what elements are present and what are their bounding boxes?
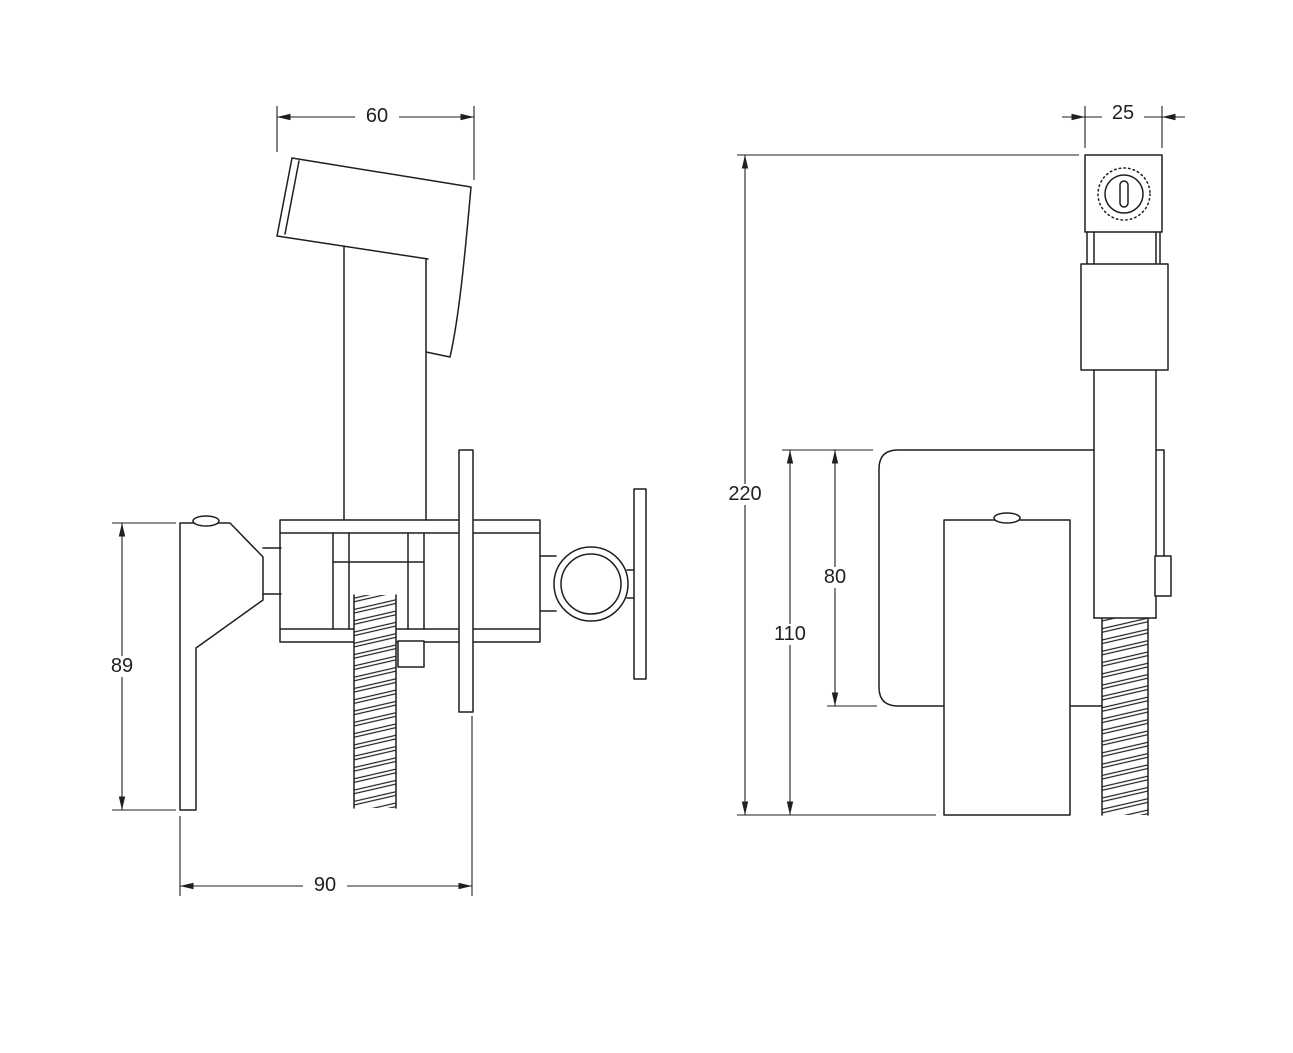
nozzle-dotted-ring xyxy=(1097,167,1151,221)
dim25-label: 25 xyxy=(1112,102,1134,124)
outlet-connector xyxy=(539,488,647,680)
dim89-label-bg xyxy=(100,656,144,677)
hose-edges-side xyxy=(1093,617,1157,816)
hose-coil-texture xyxy=(354,595,396,808)
dim220-label: 220 xyxy=(728,483,761,505)
dim90-extension-lines xyxy=(179,716,473,896)
dim60-extension-lines xyxy=(276,106,475,180)
mixer-lever-side xyxy=(943,519,1071,816)
dimension-body-height: 89 xyxy=(100,522,176,811)
dimension-total-height: 220 xyxy=(721,154,1079,816)
hose-nut xyxy=(397,640,425,668)
dim220-label-bg xyxy=(721,484,769,505)
dim110-label-bg xyxy=(766,624,814,645)
dim90-label: 90 xyxy=(314,874,336,896)
mounting-bracket xyxy=(878,449,1165,707)
front-view: 60 89 90 xyxy=(100,105,647,896)
lever-stem xyxy=(262,547,282,595)
dim60-label-bg xyxy=(355,106,399,127)
connector-stubs-left xyxy=(539,555,557,612)
nozzle-face xyxy=(1097,167,1151,221)
shower-hose xyxy=(353,594,397,809)
connector-ring-outer xyxy=(553,546,629,622)
shower-hose-side xyxy=(1093,617,1157,816)
dimension-bracket-height: 80 xyxy=(813,450,877,707)
lever-cap-side xyxy=(993,512,1021,524)
dim25-label-bg xyxy=(1102,103,1144,124)
mixer-lever xyxy=(179,522,264,811)
nozzle-slot xyxy=(1119,180,1129,208)
sprayer-holder xyxy=(1080,263,1169,371)
wall-plate xyxy=(458,449,474,713)
nozzle-inner-ring xyxy=(1104,174,1144,214)
hose-coil-texture-side xyxy=(1102,618,1148,815)
dimension-head-width: 60 xyxy=(276,105,475,180)
dim89-label: 89 xyxy=(111,655,133,677)
sprayer-handle xyxy=(343,245,427,521)
dimension-lower-height: 110 xyxy=(766,449,873,815)
dim220-extension-lines xyxy=(737,154,1079,816)
hose-edges xyxy=(353,594,397,809)
bracket-flange xyxy=(1154,555,1172,597)
dim80-label-bg xyxy=(813,567,857,588)
sprayer-head xyxy=(276,157,472,358)
head-neck-step xyxy=(1086,231,1161,265)
valve-body xyxy=(279,519,541,643)
dim80-label: 80 xyxy=(824,566,846,588)
dim25-extension-lines xyxy=(1084,106,1163,148)
dim60-label: 60 xyxy=(366,105,388,127)
second-plate xyxy=(633,488,647,680)
side-view: 25 220 110 80 xyxy=(721,102,1185,816)
dim110-label: 110 xyxy=(774,623,806,645)
cartridge-hub xyxy=(332,532,425,630)
connector-ring-inner xyxy=(560,553,622,615)
dimension-head-depth: 25 xyxy=(1062,102,1185,148)
lever-cap xyxy=(192,515,220,527)
dimension-body-width: 90 xyxy=(179,716,473,896)
dim90-label-bg xyxy=(303,875,347,896)
